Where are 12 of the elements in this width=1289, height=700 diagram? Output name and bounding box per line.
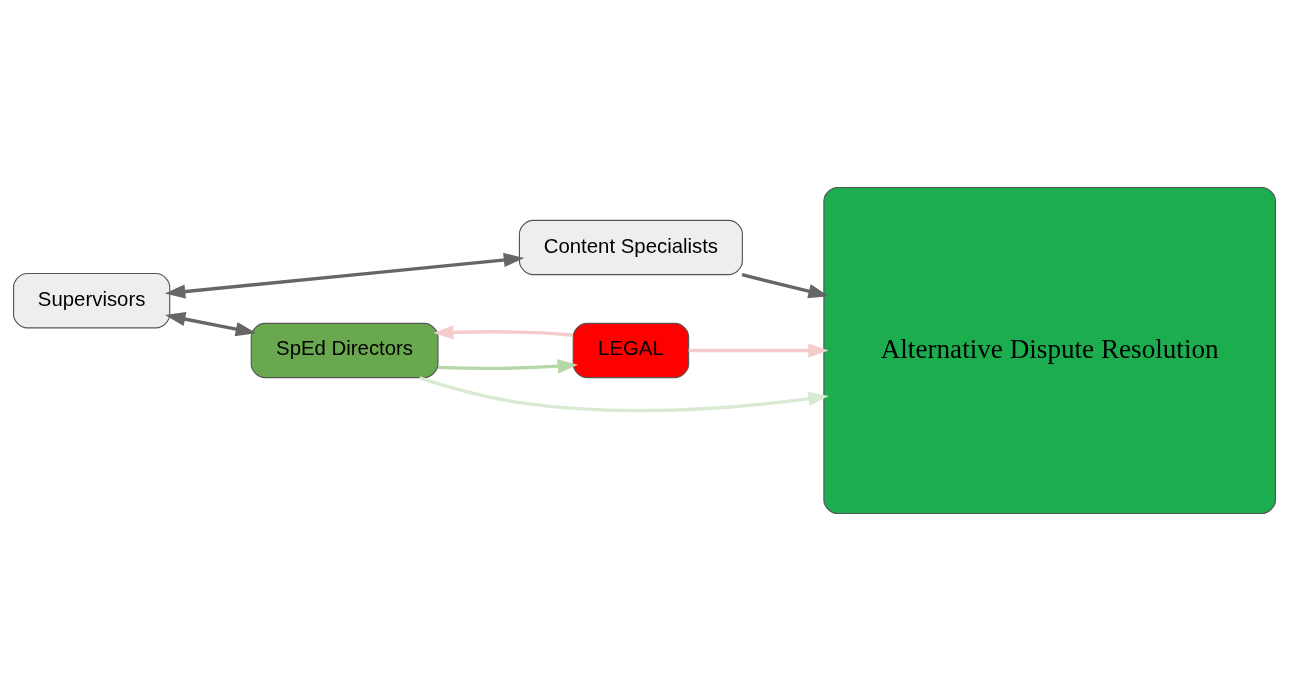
arrow bbox=[433, 324, 574, 339]
node-box: Supervisors bbox=[13, 272, 171, 328]
arrow bbox=[164, 252, 525, 299]
arrow bbox=[688, 342, 829, 358]
node-box: SpEd Directors bbox=[250, 322, 439, 378]
arrow bbox=[418, 375, 829, 412]
arrow bbox=[164, 311, 257, 336]
arrow bbox=[438, 358, 579, 373]
node-box: Alternative Dispute Resolution bbox=[823, 186, 1276, 514]
node-box: Content Specialists bbox=[518, 219, 743, 275]
arrow bbox=[741, 272, 829, 298]
node-box: LEGAL bbox=[572, 322, 690, 378]
